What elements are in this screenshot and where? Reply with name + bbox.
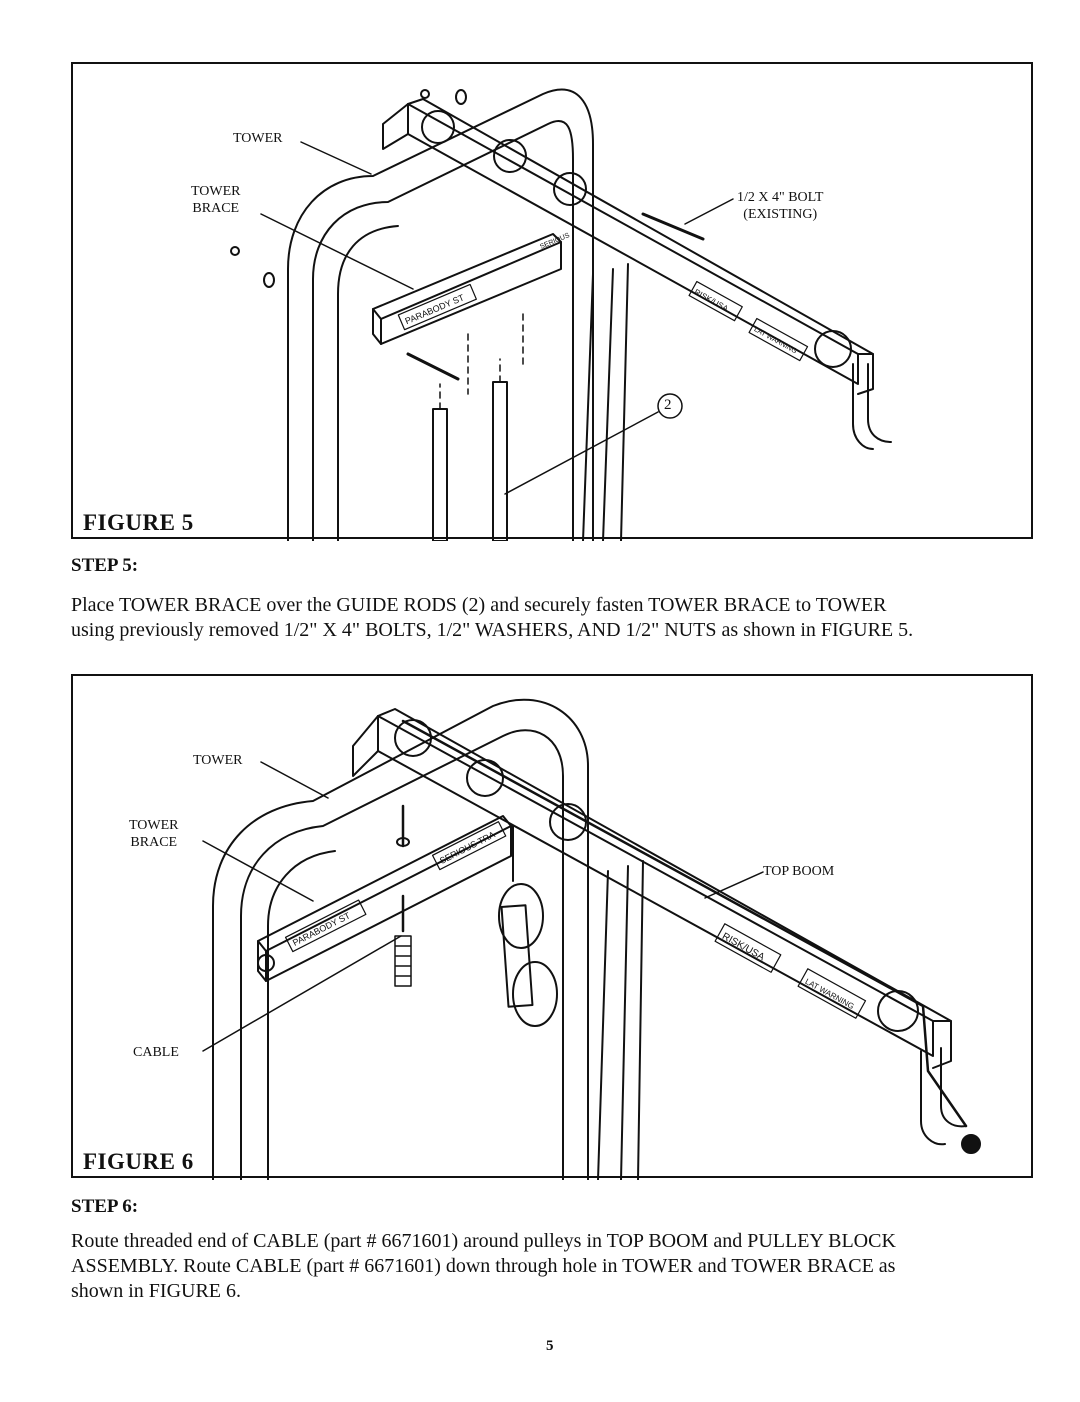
step-5-line1: Place TOWER BRACE over the GUIDE RODS (2… — [71, 594, 887, 616]
guide-rod — [432, 408, 448, 541]
pulley — [549, 803, 587, 841]
step-5-line2: using previously removed 1/2" X 4" BOLTS… — [71, 619, 914, 641]
step-5-text: Place TOWER BRACE over the GUIDE RODS (2… — [71, 593, 1046, 643]
label-tower-brace: TOWER BRACE — [129, 817, 179, 851]
pulley — [877, 990, 919, 1032]
label-bolt-line1: 1/2 X 4" BOLT — [737, 190, 824, 205]
label-tower-brace-line1: TOWER — [191, 184, 241, 199]
leader-bolt — [684, 198, 734, 225]
step-5-heading: STEP 5: — [71, 555, 139, 576]
figure-5-drawing: PARABODY ST SERIOUS RISK/USA LAT WARNING — [230, 88, 892, 541]
threaded-end — [394, 935, 412, 987]
decal-lat: LAT WARNING — [753, 326, 798, 355]
leader-rod — [504, 411, 659, 495]
figure-6-drawing: PARABODY ST SERIOUS TRA RISK/USA LAT WAR… — [202, 698, 981, 1180]
pulley — [493, 139, 527, 173]
pulley — [553, 172, 587, 206]
label-cable: CABLE — [133, 1045, 179, 1060]
label-top-boom: TOP BOOM — [763, 864, 835, 879]
leader-cable — [202, 935, 402, 1052]
tower-brace-bar — [372, 233, 562, 320]
callout-circle — [657, 393, 683, 419]
leader-top-boom — [704, 871, 764, 899]
figure-5-panel: PARABODY ST SERIOUS RISK/USA LAT WARNING… — [71, 62, 1033, 541]
tower-frame — [212, 698, 589, 1180]
step-6-text: Route threaded end of CABLE (part # 6671… — [71, 1229, 1046, 1304]
step-6-line2: ASSEMBLY. Route CABLE (part # 6671601) d… — [71, 1255, 896, 1277]
tower-frame-inner — [240, 729, 564, 1180]
pulley — [466, 759, 504, 797]
figure-5-title: FIGURE 5 — [83, 510, 194, 535]
cable — [401, 719, 968, 1128]
guide-rod — [492, 381, 508, 541]
pulley — [394, 719, 432, 757]
tower-brace-bar — [257, 815, 512, 952]
label-tower-brace: TOWER BRACE — [191, 183, 241, 217]
figure-6-panel: PARABODY ST SERIOUS TRA RISK/USA LAT WAR… — [71, 674, 1033, 1180]
leader-tower — [300, 141, 372, 175]
step-6-heading: STEP 6: — [71, 1196, 139, 1217]
pulley — [814, 330, 852, 368]
label-tower-brace-line1: TOWER — [129, 818, 179, 833]
pulley — [421, 110, 455, 144]
label-bolt-line2: (EXISTING) — [743, 207, 818, 222]
step-6-line3: shown in FIGURE 6. — [71, 1280, 242, 1302]
top-boom — [407, 98, 874, 355]
figure-6-title: FIGURE 6 — [83, 1149, 194, 1174]
label-bolt: 1/2 X 4" BOLT (EXISTING) — [737, 189, 823, 223]
label-tower-brace-line2: BRACE — [192, 201, 240, 216]
page-number: 5 — [546, 1338, 554, 1354]
tower-frame-inner — [312, 119, 574, 541]
tower-frame — [287, 88, 594, 541]
leader-tower-brace — [260, 213, 414, 290]
label-tower-brace-line2: BRACE — [130, 835, 178, 850]
step-6-line1: Route threaded end of CABLE (part # 6671… — [71, 1230, 896, 1252]
cable-ball — [961, 1134, 981, 1154]
pulley-block-lower — [512, 961, 558, 1027]
leader-tower — [260, 761, 329, 799]
callout-number: 2 — [664, 397, 672, 413]
pulley-block-upper — [498, 883, 544, 949]
decal-risk: RISK/USA — [720, 931, 766, 963]
label-tower: TOWER — [193, 753, 243, 768]
label-tower: TOWER — [233, 131, 283, 146]
leader-tower-brace — [202, 840, 314, 902]
